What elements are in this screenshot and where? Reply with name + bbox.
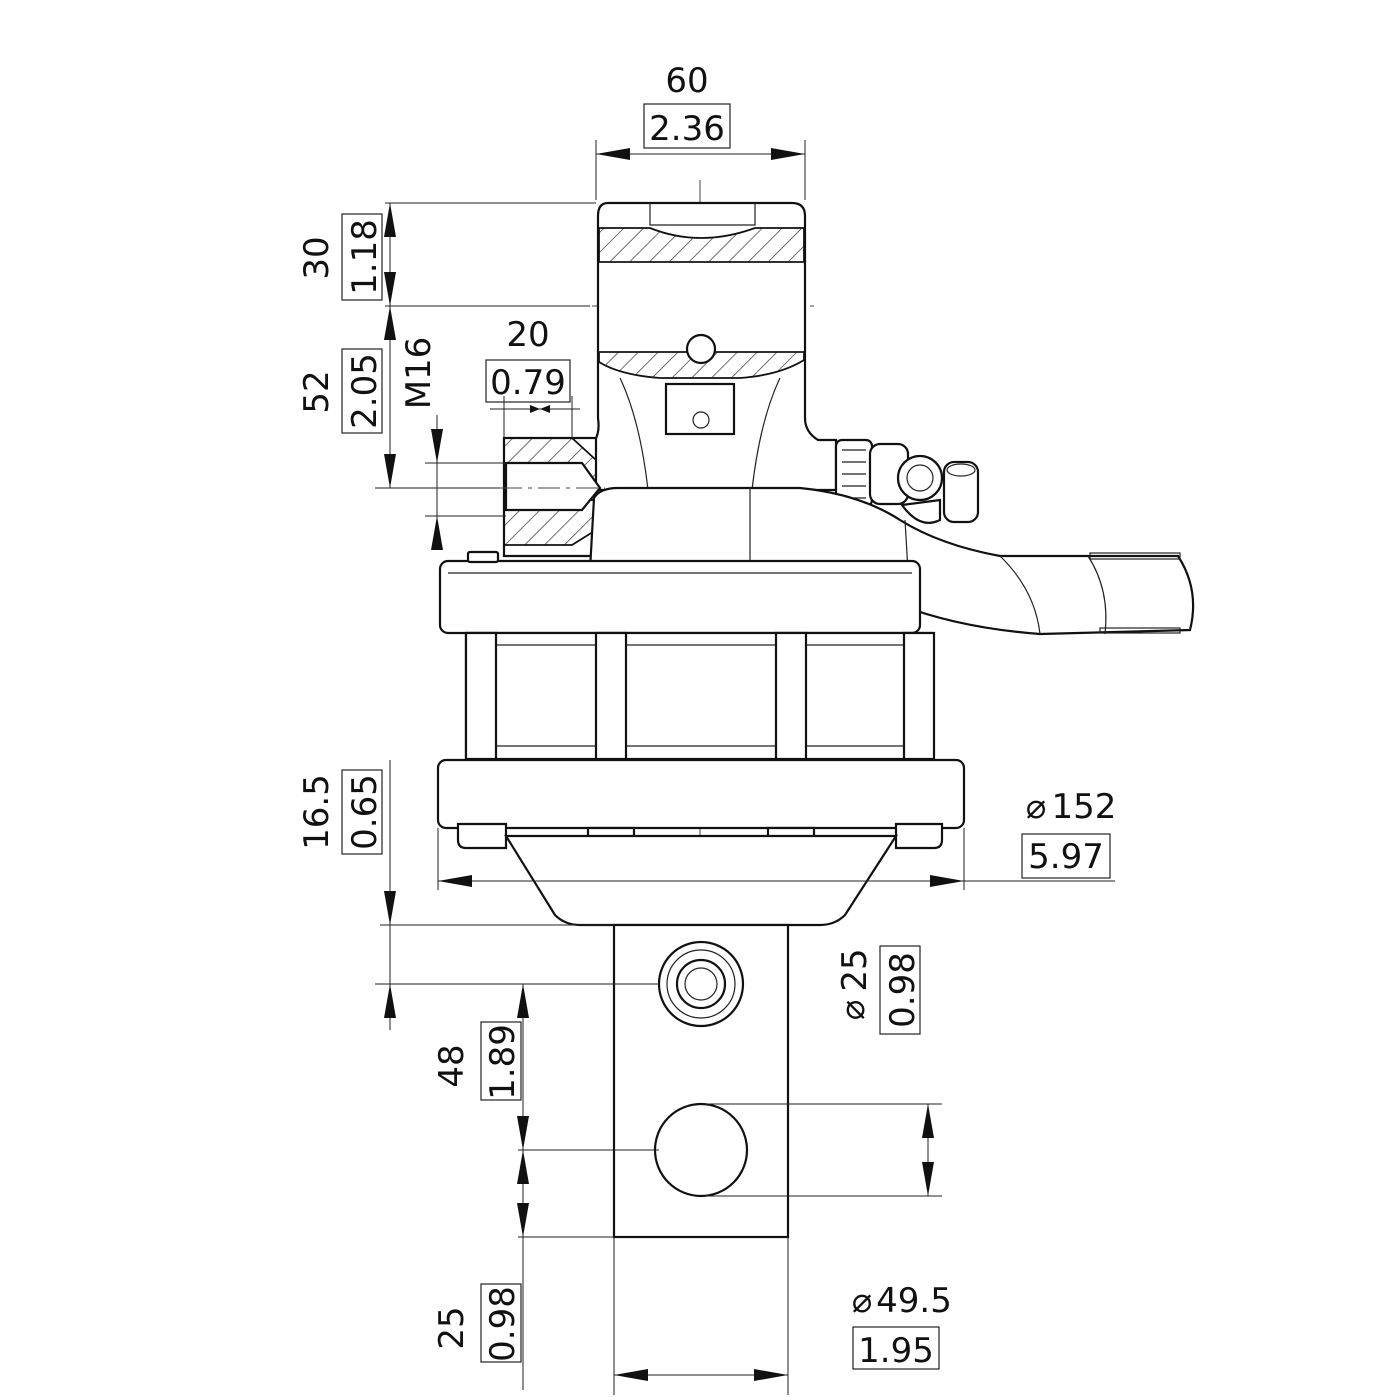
top-width-inch: 2.36	[649, 109, 725, 149]
shaft-diameter-symbol: ⌀	[852, 1281, 872, 1321]
inch-boxes	[341, 103, 1111, 1370]
shaft-end-length-inch: 0.98	[483, 1286, 523, 1362]
shaft-diameter-inch: 1.95	[858, 1331, 934, 1371]
shaft-hole-spacing-mm: 48	[432, 1044, 472, 1087]
upper-flange	[438, 550, 922, 635]
bolt-cage	[464, 631, 936, 761]
top-width-mm: 60	[665, 61, 708, 101]
top-height-inch: 1.18	[345, 219, 385, 295]
lower-flange	[436, 758, 966, 850]
dimension-lines	[375, 140, 1115, 1395]
flange-diameter-symbol: ⌀	[1026, 787, 1046, 827]
top-clevis	[593, 201, 838, 492]
port-offset-mm: 20	[506, 315, 549, 355]
port-block	[500, 436, 605, 558]
shaft-hole-spacing-inch: 1.89	[483, 1024, 523, 1100]
flange-thickness-inch: 0.65	[345, 774, 385, 850]
mount-height-mm: 52	[297, 370, 337, 413]
port-thread-label: M16	[399, 337, 439, 410]
dimension-labels: 60 2.36 30 1.18 52 2.05 M16 20 0.79 16.5…	[297, 61, 1116, 1371]
port-offset-inch: 0.79	[490, 363, 566, 403]
shaft-hole-diameter-mm: 25	[835, 948, 875, 991]
pin-hole-icon	[685, 333, 717, 365]
flange-thickness-mm: 16.5	[297, 774, 337, 850]
flange-diameter-inch: 5.97	[1028, 837, 1104, 877]
flange-diameter-mm: 152	[1052, 787, 1117, 827]
mount-height-inch: 2.05	[345, 353, 385, 429]
shaft-pin-hole-icon	[653, 1102, 749, 1198]
shaft-hole-diameter-symbol: ⌀	[833, 1000, 873, 1020]
output-shaft	[612, 923, 790, 1239]
top-height-mm: 30	[297, 236, 337, 279]
shaft-hole-diameter-inch: 0.98	[883, 952, 923, 1028]
hydraulic-fittings	[834, 438, 980, 524]
shaft-diameter-mm: 49.5	[876, 1281, 952, 1321]
shaft-end-length-mm: 25	[432, 1306, 472, 1349]
